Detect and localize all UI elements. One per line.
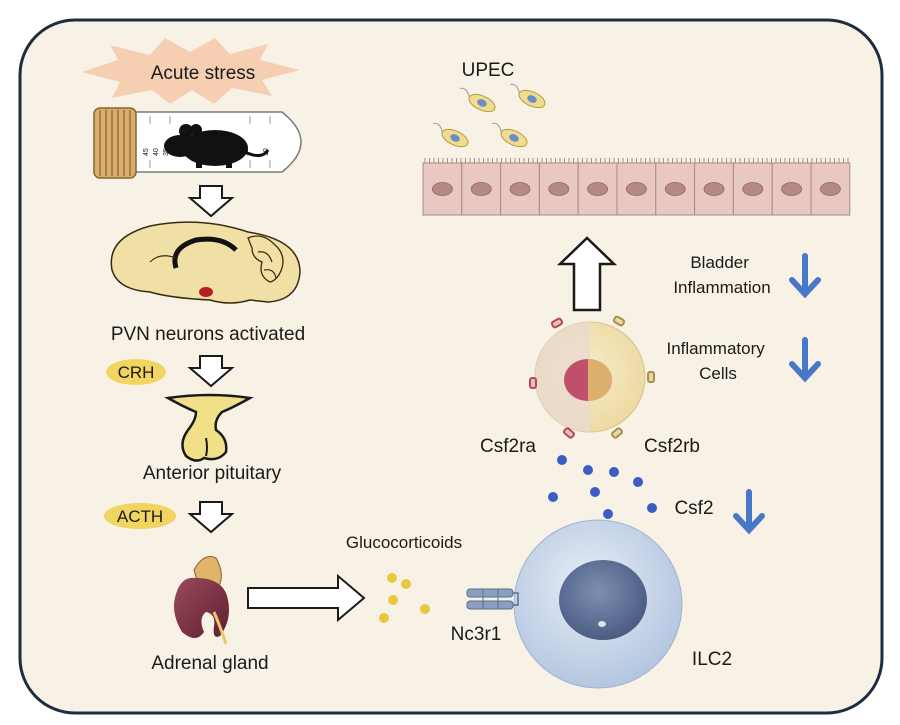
flow-arrow-3 [187, 501, 235, 534]
csf2-dots [548, 455, 657, 519]
down-arrow-icon [789, 337, 821, 383]
pvn-label: PVN neurons activated [111, 324, 305, 345]
inflammatory-cell [529, 315, 655, 439]
adrenal-gland-label: Adrenal gland [151, 653, 268, 674]
bladder-inflammation-label: Bladder Inflammation [673, 253, 770, 297]
ilc2-label: ILC2 [692, 649, 732, 670]
epithelial-nucleus [703, 182, 725, 196]
adrenal-gland-icon [174, 556, 229, 645]
svg-text:35: 35 [163, 148, 170, 156]
csf2ra-label: Csf2ra [480, 436, 536, 457]
anterior-pituitary-label: Anterior pituitary [143, 463, 282, 484]
glucocorticoid-dots [379, 573, 430, 623]
upec-label: UPEC [462, 60, 515, 81]
brain-icon [110, 221, 301, 304]
epithelial-cell [422, 162, 463, 216]
acth-badge: ACTH [104, 503, 176, 529]
crh-label: CRH [118, 363, 155, 382]
epithelial-nucleus [509, 182, 531, 196]
nc3r1-label: Nc3r1 [451, 624, 502, 645]
svg-text:45: 45 [143, 148, 150, 156]
epithelial-nucleus [587, 182, 608, 196]
down-arrow-icon [789, 253, 821, 299]
glucocorticoids-label: Glucocorticoids [346, 533, 462, 552]
epithelial-nucleus [470, 182, 492, 196]
restraint-tube: 45 40 35 30 15 10 [93, 107, 302, 179]
pituitary-icon [164, 393, 254, 462]
epithelial-nucleus [664, 182, 686, 196]
ilc2-cell [513, 519, 683, 689]
flow-arrow-horizontal [247, 573, 366, 623]
inflammatory-cells-label: Inflammatory Cells [667, 339, 770, 383]
acute-stress-burst: Acute stress [82, 38, 300, 104]
epithelial-nucleus [548, 182, 570, 196]
flow-arrow-up [556, 236, 618, 312]
epithelial-nucleus [742, 182, 764, 196]
flow-arrow-1 [187, 185, 235, 218]
epithelial-cell [538, 162, 579, 216]
acute-stress-label: Acute stress [151, 63, 256, 84]
epithelial-cell [810, 162, 851, 216]
upec-bacteria [433, 83, 546, 148]
epithelial-nucleus [431, 182, 453, 196]
mouse-icon [164, 124, 270, 168]
epithelial-nucleus [626, 182, 647, 196]
csf2-label: Csf2 [674, 498, 713, 519]
bladder-epithelium [422, 158, 851, 216]
epithelial-nucleus [781, 182, 802, 196]
flow-arrow-2 [187, 355, 235, 388]
epithelial-nucleus [820, 182, 841, 196]
nc3r1-receptor [466, 588, 519, 610]
crh-badge: CRH [106, 359, 166, 385]
down-arrow-icon [733, 489, 765, 535]
acth-label: ACTH [117, 507, 163, 526]
svg-text:40: 40 [153, 148, 160, 156]
csf2rb-label: Csf2rb [644, 436, 700, 457]
